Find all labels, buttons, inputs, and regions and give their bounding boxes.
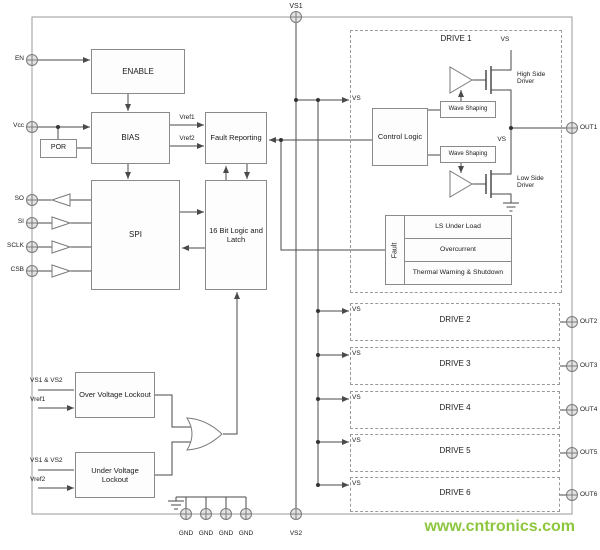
pin-vcc-icon [26,121,38,133]
watermark: www.cntronics.com [424,518,575,535]
vs2-pin-label: VS2 [289,530,303,537]
low-side-amp-icon [449,170,473,198]
out6-pin-label: OUT6 [580,491,598,498]
logic-latch-block: 16 Bit Logic and Latch [205,180,267,290]
pin-en-icon [26,54,38,66]
pin-out4-icon [566,404,578,416]
drive3-title: DRIVE 3 [439,359,471,368]
drive4-region [350,391,560,429]
drive5-region [350,434,560,472]
drive5-title: DRIVE 5 [439,446,471,455]
out1-pin-label: OUT1 [580,124,598,131]
pin-gnd1-icon [180,508,192,520]
pin-vs2-icon [290,508,302,520]
drive1-region [350,30,562,293]
ovl-vref1-label: Vref1 [30,396,46,403]
uvl-vref2-label: Vref2 [30,476,46,483]
or-gate-icon [186,417,223,451]
enable-block: ENABLE [91,49,185,94]
low-side-driver-label: Low Side Driver [517,175,544,190]
high-side-mosfet-icon [485,66,492,94]
drive1-vs-mid-label: VS [497,136,506,143]
fault-reporting-block: Fault Reporting [205,112,267,164]
pin-out2-icon [566,316,578,328]
drive3-region [350,347,560,385]
sclk-pin-label: SCLK [7,242,24,249]
bias-block: BIAS [91,112,170,164]
pin-out3-icon [566,360,578,372]
drive2-vs-label: VS [352,306,361,313]
drive4-vs-label: VS [352,394,361,401]
gnd2-pin-label: GND [198,530,214,537]
drive1-vs-top-label: VS [500,36,510,43]
fault-label-cell: Fault [386,216,405,284]
vref1-signal-label: Vref1 [179,114,195,121]
gnd1-pin-label: GND [178,530,194,537]
pin-csb-icon [26,265,38,277]
drive4-title: DRIVE 4 [439,403,471,412]
high-side-amp-icon [449,66,473,94]
fault-item-overcurrent: Overcurrent [405,239,511,262]
junction-dots [56,98,513,487]
fault-block: Fault LS Under Load Overcurrent Thermal … [385,215,512,285]
under-voltage-lockout-block: Under Voltage Lockout [75,452,155,498]
fault-label: Fault [391,242,399,258]
pin-gnd4-icon [240,508,252,520]
pin-vs1-icon [290,11,302,23]
vs1-pin-label: VS1 [289,3,303,10]
so-pin-label: SO [14,195,24,202]
pin-gnd2-icon [200,508,212,520]
pin-out1-icon [566,122,578,134]
drive6-title: DRIVE 6 [439,488,471,497]
drive6-vs-label: VS [352,480,361,487]
fault-item-thermal: Thermal Warning & Shutdown [412,268,504,276]
drive2-region [350,303,560,341]
vcc-pin-label: Vcc [13,122,24,129]
out5-pin-label: OUT5 [580,449,598,456]
out2-pin-label: OUT2 [580,318,598,325]
por-block: POR [40,139,77,158]
pin-si-icon [26,217,38,229]
drive2-title: DRIVE 2 [439,315,471,324]
wave-shaping-ls-block: Wave Shaping [440,146,496,163]
sclk-buffer-icon [51,240,72,254]
so-buffer-icon [50,193,71,207]
si-buffer-icon [51,216,72,230]
vref2-signal-label: Vref2 [179,135,195,142]
pin-out5-icon [566,447,578,459]
drive3-vs-label: VS [352,350,361,357]
wave-shaping-hs-block: Wave Shaping [440,101,496,118]
drive5-vs-label: VS [352,437,361,444]
si-pin-label: SI [17,218,24,225]
fault-item-ls-under-load: LS Under Load [405,216,511,239]
pin-gnd3-icon [220,508,232,520]
fault-items: LS Under Load Overcurrent Thermal Warnin… [405,216,511,284]
pin-so-icon [26,194,38,206]
high-side-driver-label: High Side Driver [517,71,546,86]
out4-pin-label: OUT4 [580,406,598,413]
over-voltage-lockout-block: Over Voltage Lockout [75,372,155,418]
ovl-vs1vs2-label: VS1 & VS2 [30,377,63,384]
drive1-title: DRIVE 1 [440,34,472,43]
uvl-vs1vs2-label: VS1 & VS2 [30,457,63,464]
pin-sclk-icon [26,241,38,253]
drive1-vs-in-label: VS [352,95,361,102]
drive6-region [350,477,560,512]
pin-out6-icon [566,489,578,501]
control-logic-block: Control Logic [372,108,428,166]
gnd3-pin-label: GND [218,530,234,537]
csb-buffer-icon [51,264,72,278]
drive1-ground-icon [503,202,519,212]
gnd4-pin-label: GND [238,530,254,537]
out3-pin-label: OUT3 [580,362,598,369]
csb-pin-label: CSB [10,266,24,273]
spi-block: SPI [91,180,180,290]
low-side-mosfet-icon [485,170,492,198]
en-pin-label: EN [14,55,24,62]
ground-icon [168,500,184,510]
